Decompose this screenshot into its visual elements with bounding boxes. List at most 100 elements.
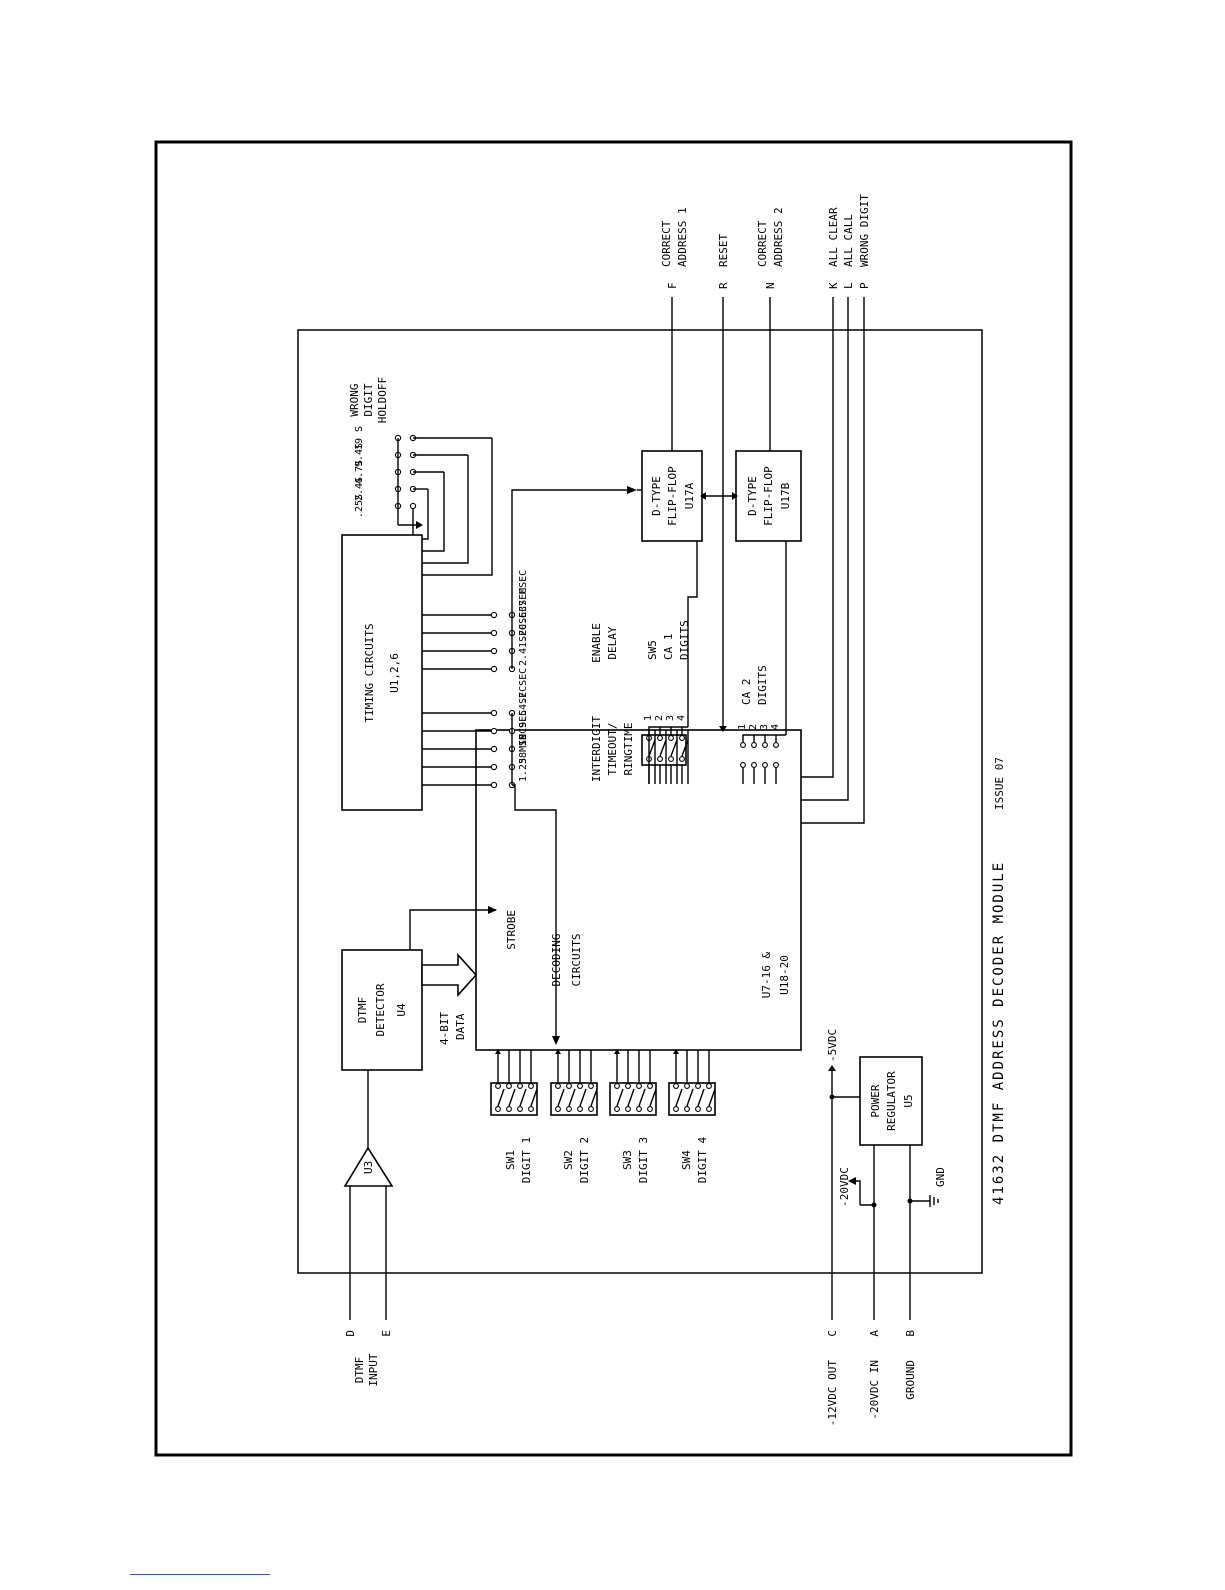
interdigit-opt-3: 19 SEC — [518, 710, 529, 746]
plus5-label: -5VDC — [826, 1029, 839, 1062]
pin-p-label: P — [858, 282, 871, 289]
holdoff-label-2: DIGIT — [362, 383, 375, 416]
out-p-label: WRONG DIGIT — [858, 194, 871, 267]
holdoff-opt-4: 9.4S — [354, 443, 365, 467]
digit-switch-sw4[interactable] — [668, 1050, 716, 1116]
timing-circuits-label: TIMING CIRCUITS — [363, 623, 376, 722]
diagram-title: 41632 DTMF ADDRESS DECODER MODULE — [991, 861, 1007, 1205]
strobe-label: STROBE — [505, 910, 518, 950]
enable-delay-opt-1: 2.4 SEC — [518, 624, 529, 666]
sw2-digit-label: DIGIT 2 — [578, 1137, 591, 1183]
ca2-pin-4: 4 — [770, 724, 781, 730]
holdoff-wiring — [394, 434, 493, 576]
enable-delay-label-1: ENABLE — [590, 623, 603, 663]
pin-a-label: A — [868, 1330, 881, 1337]
out-n-label-2: ADDRESS 2 — [772, 207, 785, 267]
ca2-label-2: DIGITS — [756, 665, 769, 705]
digit-switch-sw2[interactable] — [550, 1050, 598, 1116]
out-k-label: ALL CLEAR — [827, 207, 840, 267]
enable-delay-opt-3: 0.6 SEC — [518, 588, 529, 630]
digit-switch-sw1[interactable] — [490, 1050, 538, 1116]
flipflop-u17a-label-2: FLIP-FLOP — [666, 466, 679, 526]
outer-frame — [154, 140, 1073, 1457]
interdigit-opt-2: 38 SEC — [518, 728, 529, 764]
decoding-circuits-part-2: U18-20 — [778, 955, 791, 995]
ca2-pin-3: 3 — [759, 724, 770, 730]
u3-amplifier-triangle — [343, 1146, 394, 1187]
dtmf-detector-part: U4 — [395, 1003, 408, 1017]
pin-l-label: L — [842, 282, 855, 289]
timing-output-wires — [422, 614, 492, 786]
four-bit-label: 4-BIT — [438, 1012, 451, 1045]
pin-d-label: D — [344, 1330, 357, 1337]
b-label: GROUND — [904, 1360, 917, 1400]
ca2-label-1: CA 2 — [740, 679, 753, 706]
sw5-label-2: CA 1 — [662, 634, 675, 661]
flipflop-u17b-label-2: FLIP-FLOP — [762, 466, 775, 526]
dtmf-input-label-2: INPUT — [367, 1353, 380, 1386]
sw5-label-3: DIGITS — [678, 620, 691, 660]
c-label: -12VDC OUT — [826, 1360, 839, 1427]
sw5-pin-3: 3 — [665, 715, 676, 721]
decoder-output-wires — [654, 297, 865, 824]
enable-delay-label-2: DELAY — [606, 626, 619, 659]
power-regulator-part: U5 — [902, 1094, 915, 1107]
decoding-circuits-label-2: CIRCUITS — [570, 934, 583, 987]
pin-b-label: B — [904, 1330, 917, 1337]
holdoff-label-3: HOLDOFF — [376, 377, 389, 423]
sw5-switch[interactable] — [641, 734, 687, 766]
flipflop-u17b-part: U17B — [779, 482, 792, 509]
digit-bus-arrows — [495, 1049, 679, 1054]
dtmf-detector-label-1: DTMF — [356, 997, 369, 1024]
interdigit-opt-4: 9.5 SEC — [518, 686, 529, 728]
enable-delay-contacts — [490, 486, 637, 673]
enable-delay-opt-2: 1.2 SEC — [518, 606, 529, 648]
gnd-label: GND — [934, 1167, 947, 1187]
sw3-label: SW3 — [621, 1150, 634, 1170]
sw1-label: SW1 — [504, 1150, 517, 1170]
flipflop-u17a-label-1: D-TYPE — [650, 476, 663, 516]
interdigit-label-1: INTERDIGIT — [590, 716, 603, 783]
pin-c-label: C — [826, 1330, 839, 1337]
interdigit-opt-1: 1.25 MIN — [518, 734, 529, 782]
power-regulator-block — [859, 1056, 923, 1146]
sw4-digit-label: DIGIT 4 — [696, 1136, 709, 1183]
dtmf-detector-block — [341, 949, 423, 1071]
ca2-pin-2: 2 — [748, 724, 759, 730]
flipflop-u17b-label-1: D-TYPE — [746, 476, 759, 516]
dtmf-input-label-1: DTMF — [353, 1357, 366, 1384]
out-r-label-1: RESET — [717, 234, 730, 267]
sw4-label: SW4 — [680, 1150, 693, 1170]
u3-amplifier-label: U3 — [362, 1161, 375, 1174]
power-regulator-label-1: POWER — [869, 1084, 882, 1117]
sw5-pin-2: 2 — [654, 715, 665, 721]
power-regulator-label-2: REGULATOR — [885, 1071, 898, 1131]
module-boundary — [297, 329, 983, 1274]
pin-k-label: K — [827, 282, 840, 289]
issue-label: ISSUE 07 — [993, 757, 1006, 810]
timing-circuits-block — [341, 534, 423, 811]
sw5-pin-1: 1 — [643, 715, 654, 721]
sw5-pin-4: 4 — [676, 715, 687, 721]
interdigit-contacts — [490, 709, 560, 1045]
footer-link-underline[interactable] — [130, 1574, 270, 1575]
enable-delay-opt-4: 37 MSEC — [518, 570, 529, 612]
dtmf-detector-label-2: DETECTOR — [374, 983, 387, 1036]
out-f-label-2: ADDRESS 1 — [676, 207, 689, 267]
decoding-circuits-part-1: U7-16 & — [760, 951, 773, 998]
holdoff-opt-1: .25S — [354, 494, 365, 518]
sw5-label-1: SW5 — [646, 640, 659, 660]
data-label: DATA — [454, 1013, 467, 1040]
holdoff-opt-2: 2.4S — [354, 477, 365, 501]
digit-switch-sw3[interactable] — [609, 1050, 657, 1116]
timing-circuits-part: U1,2,6 — [388, 653, 401, 693]
pin-r-label: R — [717, 282, 730, 289]
interdigit-label-2: TIMEOUT/ — [606, 723, 619, 776]
out-f-label-1: CORRECT — [660, 220, 673, 267]
out-n-label-1: CORRECT — [756, 220, 769, 267]
power-wiring — [828, 1065, 939, 1320]
sw1-digit-label: DIGIT 1 — [520, 1137, 533, 1183]
four-bit-data-bus-arrow — [421, 952, 478, 998]
